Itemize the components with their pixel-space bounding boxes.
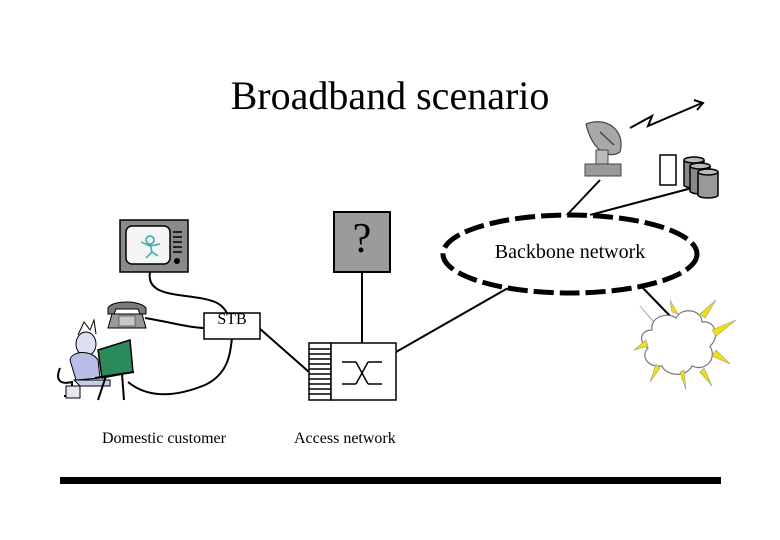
telephone-icon [107, 301, 147, 329]
internet-cloud-icon [633, 299, 737, 391]
tv-to-stb-cable [148, 271, 229, 317]
stb-to-access-line [258, 327, 310, 373]
access-network-label: Access network [294, 430, 396, 447]
backbone-to-server-line [589, 187, 693, 216]
bottom-rule [60, 477, 721, 484]
unknown-box [333, 211, 391, 273]
connection-lines [127, 179, 693, 396]
stb-box [203, 312, 261, 340]
phone-to-stb-cable [144, 317, 207, 329]
domestic-customer-icon [57, 318, 135, 401]
access-to-backbone-line [395, 279, 523, 353]
backbone-network-label: Backbone network [494, 241, 646, 263]
unknown-box-label: ? [352, 216, 372, 262]
domestic-customer-label: Domestic customer [102, 430, 226, 447]
slide-title: Broadband scenario [230, 73, 550, 118]
server-database-icon [659, 154, 719, 199]
stb-label: STB [217, 311, 247, 328]
backbone-to-cloud-line [639, 284, 673, 319]
radio-link-icon [629, 99, 705, 129]
backbone-network-ellipse [440, 212, 700, 296]
pc-to-stb-cable [127, 337, 233, 396]
satellite-dish-icon [584, 121, 622, 177]
satellite-to-backbone-line [565, 179, 601, 217]
access-switch-icon [308, 342, 397, 401]
television-icon [119, 219, 189, 273]
